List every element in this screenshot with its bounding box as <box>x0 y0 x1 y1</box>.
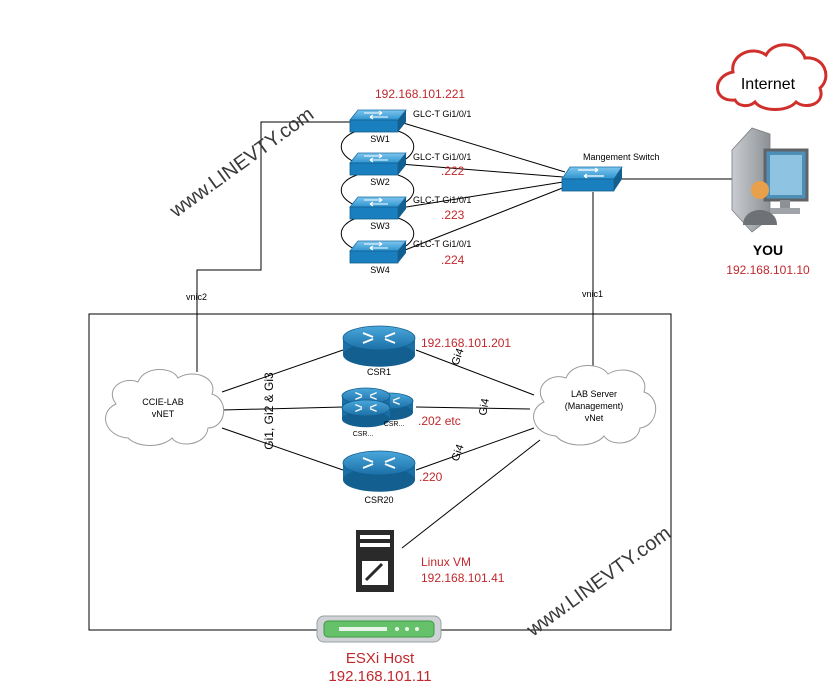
vnic2-label: vnic2 <box>186 292 207 302</box>
you-label: YOU <box>753 242 783 258</box>
ccie-interfaces-label: Gi1, Gi2 & Gi3 <box>262 372 276 450</box>
router-name-csr-mid-1: CSR... <box>353 431 374 438</box>
watermark-top: www.LINEVTY.com <box>165 103 318 222</box>
ccie-vnet-cloud-icon <box>105 369 225 446</box>
stack-cables <box>340 130 415 251</box>
linux-vm-label: Linux VM <box>421 555 471 569</box>
lab-vnet-label-line3: vNet <box>585 413 604 423</box>
csr-mid-port: Gi4 <box>477 398 492 417</box>
connection-lines <box>196 121 732 549</box>
sw4-port: GLC-T Gi1/0/1 <box>413 239 471 249</box>
switch-name-4: SW4 <box>370 265 390 275</box>
csr1-ip: 192.168.101.201 <box>421 336 511 350</box>
sw3-port: GLC-T Gi1/0/1 <box>413 195 471 205</box>
esxi-ip: 192.168.101.11 <box>328 668 431 685</box>
linux-server-icon <box>356 530 394 592</box>
ccie-vnet-label-line1: CCIE-LAB <box>142 397 184 407</box>
csr1-port: Gi4 <box>450 347 467 367</box>
lab-vnet-cloud-icon <box>533 365 657 446</box>
csr20-port: Gi4 <box>450 443 467 463</box>
sw4-ip: .224 <box>441 253 465 267</box>
sw2-port: GLC-T Gi1/0/1 <box>413 152 471 162</box>
linux-vm-ip: 192.168.101.41 <box>421 571 505 585</box>
switch-name-2: SW2 <box>370 177 390 187</box>
esxi-host-icon <box>316 615 442 643</box>
vnic1-label: vnic1 <box>582 289 603 299</box>
management-switch-label: Mangement Switch <box>583 152 660 162</box>
switch-icon-3[interactable] <box>349 196 407 220</box>
csr20-ip: .220 <box>419 470 443 484</box>
router-name-csr1: CSR1 <box>367 367 391 377</box>
switch-name-3: SW3 <box>370 221 390 231</box>
router-name-csr-mid-2: CSR... <box>384 421 405 428</box>
sw1-ip: 192.168.101.221 <box>375 87 465 101</box>
user-workstation-icon <box>731 127 809 233</box>
sw1-port: GLC-T Gi1/0/1 <box>413 109 471 119</box>
router-icon-csr20[interactable] <box>342 450 416 492</box>
esxi-label: ESXi Host <box>346 650 415 667</box>
lab-vnet-label-line1: LAB Server <box>571 389 617 399</box>
watermark-bottom: www.LINEVTY.com <box>522 522 675 641</box>
sw2-ip: .222 <box>441 164 465 178</box>
router-icon-csr-mid-b[interactable] <box>341 399 391 428</box>
lab-vnet-label-line2: (Management) <box>565 401 624 411</box>
switch-icon-2[interactable] <box>349 152 407 176</box>
csr-mid-ip: .202 etc <box>418 414 461 428</box>
ccie-vnet-label-line2: vNET <box>152 409 175 419</box>
router-icon-csr1[interactable] <box>342 325 416 367</box>
you-ip: 192.168.101.10 <box>726 263 810 277</box>
management-switch-icon[interactable] <box>561 166 623 192</box>
internet-cloud-icon <box>716 43 828 111</box>
switch-icon-4[interactable] <box>349 240 407 264</box>
switch-icon-1[interactable] <box>349 109 407 133</box>
switch-name-1: SW1 <box>370 134 390 144</box>
internet-label: Internet <box>741 76 796 93</box>
sw3-ip: .223 <box>441 208 465 222</box>
router-name-csr20: CSR20 <box>364 495 393 505</box>
